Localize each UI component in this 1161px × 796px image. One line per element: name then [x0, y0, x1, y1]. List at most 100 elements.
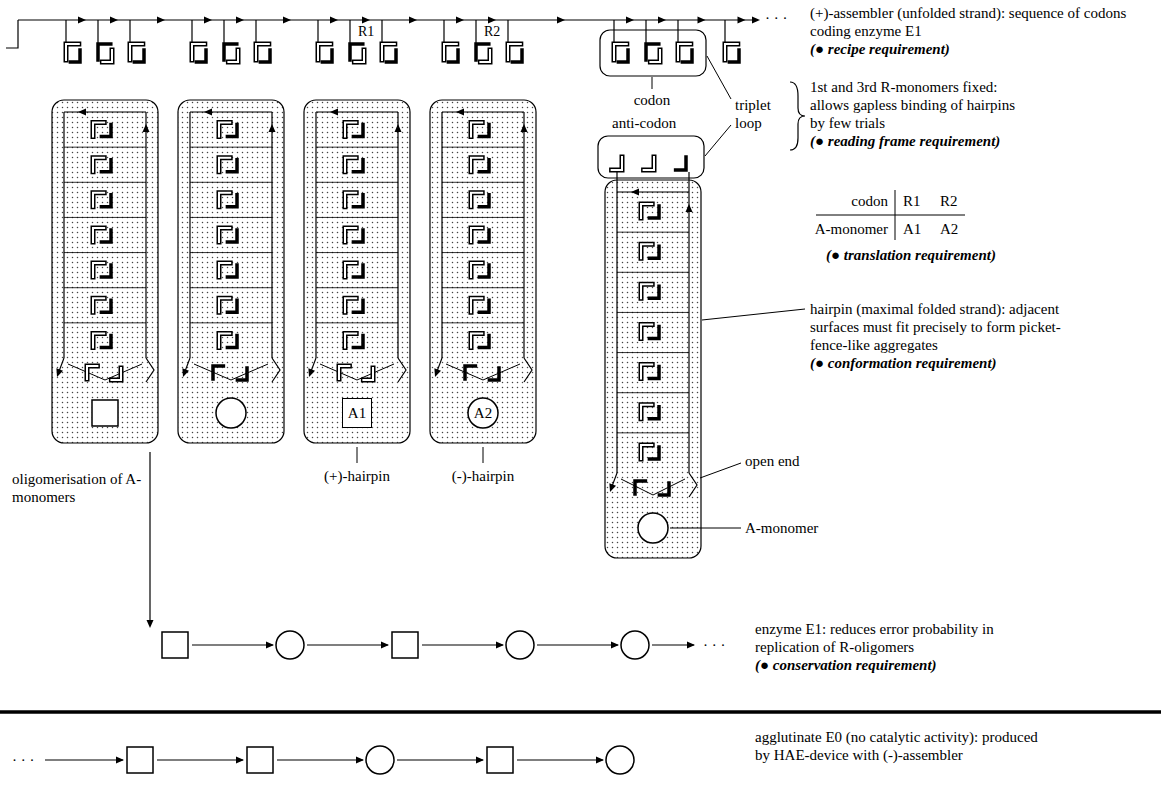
r-monomer: [87, 366, 97, 379]
r-monomer: [479, 125, 489, 137]
strand-line: [441, 112, 442, 358]
row-separator: [190, 217, 272, 218]
row-separator: [617, 392, 689, 393]
open-end: [272, 358, 280, 382]
leader-line: [652, 77, 653, 89]
strand-tick: [724, 20, 725, 44]
strand-line: [442, 111, 524, 112]
r-monomer: [345, 298, 356, 312]
r-monomer: [130, 44, 143, 60]
open-end: [398, 358, 406, 382]
r-monomer: [676, 157, 686, 170]
r-monomer: [471, 298, 482, 312]
r-monomer: [219, 263, 230, 277]
r-monomer: [98, 44, 111, 60]
r-monomer: [635, 481, 645, 494]
r-monomer: [471, 123, 482, 137]
row-separator: [64, 217, 146, 218]
r-monomer: [93, 193, 104, 207]
r-monomer: [641, 284, 652, 298]
r-monomer: [345, 298, 356, 312]
r-monomer: [612, 157, 622, 170]
brace: [790, 82, 805, 150]
chain-bond: [157, 759, 243, 760]
arrow-head: [330, 17, 338, 24]
r-monomer: [87, 366, 97, 379]
strand-tick: [443, 20, 444, 44]
open-end: [146, 358, 154, 382]
r-monomer: [219, 193, 230, 207]
strand-line: [64, 111, 146, 112]
strand-line: [616, 172, 617, 192]
open-end: [621, 479, 685, 495]
annotation-label: A2: [940, 220, 958, 238]
r-monomer: [219, 123, 230, 137]
r-monomer: [725, 44, 738, 60]
a-monomer-square: [487, 747, 513, 773]
r-monomer: [471, 158, 482, 172]
strand-line: [190, 111, 272, 112]
row-separator: [190, 182, 272, 183]
arrow-head: [78, 109, 86, 116]
anticodon-box: [598, 136, 704, 178]
strand-line: [616, 192, 617, 473]
arrow-head: [356, 757, 364, 764]
r-monomer: [353, 230, 363, 242]
leader-line: [707, 56, 731, 99]
r-monomer: [353, 300, 363, 312]
a-monomer-circle: [366, 746, 394, 774]
arrow-head: [626, 17, 634, 24]
strand-line: [688, 192, 689, 473]
r-monomer: [219, 298, 230, 312]
annotation-label: enzyme E1: reduces error probability in …: [755, 620, 1055, 656]
r-monomer: [508, 44, 521, 60]
r-monomer: [480, 50, 490, 62]
annotation-label: open end: [745, 452, 800, 470]
annotation-label: R1: [358, 23, 374, 41]
r-monomer: [682, 50, 692, 62]
r-monomer: [641, 405, 652, 419]
r-monomer: [650, 50, 660, 62]
r-monomer: [111, 368, 121, 380]
arrow-head: [687, 642, 695, 649]
open-end: [194, 364, 268, 380]
table-rule: [816, 215, 965, 216]
row-separator: [316, 182, 398, 183]
r-monomer: [612, 157, 622, 170]
annotation-label: A-monomer: [745, 519, 818, 537]
r-monomer: [353, 160, 363, 172]
strand-line: [18, 19, 758, 20]
strand-line: [523, 112, 524, 358]
row-separator: [64, 287, 146, 288]
r-monomer: [353, 125, 363, 137]
leader-line: [483, 447, 484, 463]
oligomerisation-arrow: [149, 452, 150, 620]
annotation-label: A-monomer: [815, 220, 888, 238]
a-monomer-circle: [638, 513, 668, 543]
r-monomer: [322, 50, 332, 62]
r-monomer: [101, 335, 111, 347]
chain-bond: [192, 644, 273, 645]
requirement-note: (● conformation requirement): [810, 354, 997, 372]
row-separator: [64, 322, 146, 323]
arrow-head: [752, 17, 760, 24]
r-monomer: [101, 230, 111, 242]
r-monomer: [93, 263, 104, 277]
arrow-head: [557, 17, 565, 24]
row-separator: [442, 252, 524, 253]
r-monomer: [66, 44, 79, 60]
r-monomer: [471, 333, 482, 347]
r-monomer: [479, 230, 489, 242]
r-monomer: [386, 50, 396, 62]
r-monomer: [101, 195, 111, 207]
strand-line: [189, 112, 190, 358]
r-monomer: [641, 284, 652, 298]
r-monomer: [641, 445, 652, 459]
annotation-label: R2: [940, 192, 958, 210]
r-monomer: [219, 123, 230, 137]
r-monomer: [444, 44, 457, 60]
leader-line: [670, 528, 741, 529]
r-monomer: [479, 265, 489, 277]
r-monomer: [649, 286, 659, 298]
r-monomer: [649, 447, 659, 459]
